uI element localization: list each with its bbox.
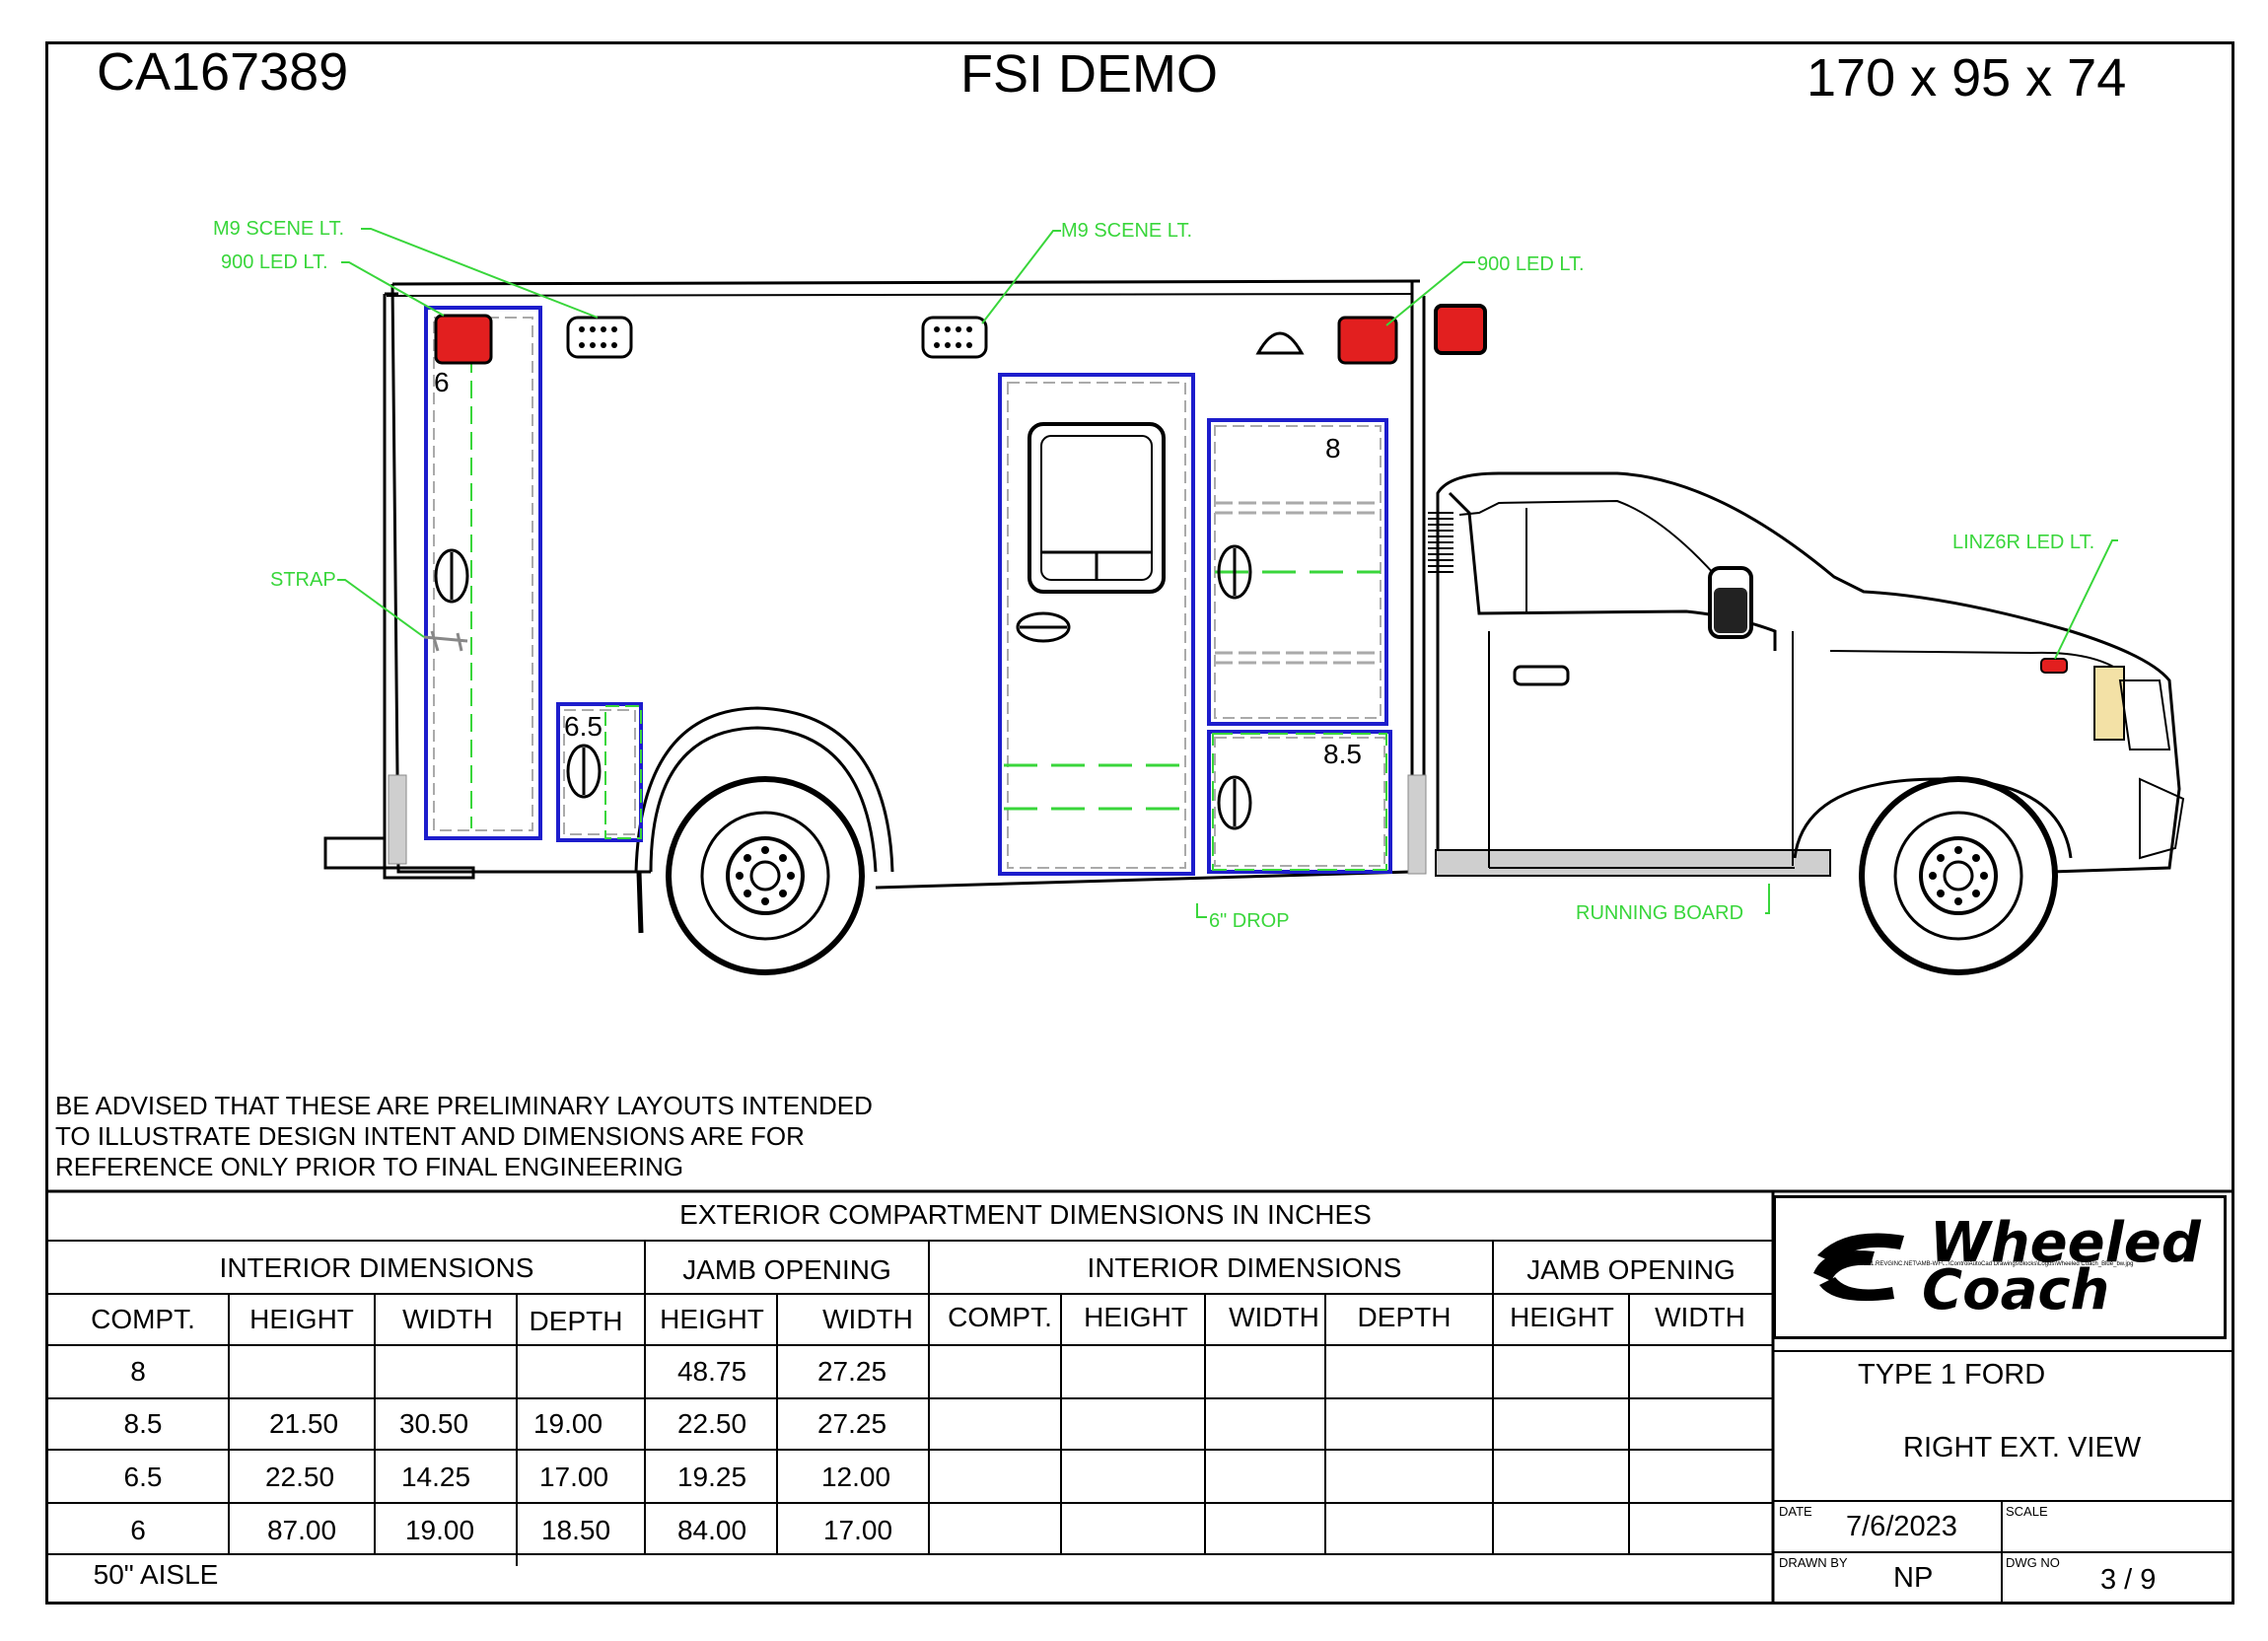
- column-header: WIDTH: [402, 1304, 493, 1334]
- scene-light-left: [566, 316, 633, 359]
- compartment-8-5: [1207, 730, 1392, 874]
- running-board: [1435, 849, 1831, 877]
- table-cell: 17.00: [538, 1462, 609, 1492]
- marker-light-corner: [1434, 304, 1487, 355]
- table-cell: 12.00: [820, 1462, 891, 1492]
- column-header: HEIGHT: [1510, 1302, 1614, 1332]
- warning-light-front: [1337, 316, 1398, 365]
- table-cell: 48.75: [676, 1356, 747, 1387]
- job-number: CA167389: [97, 42, 349, 102]
- callout-900-led-right: 900 LED LT.: [1477, 253, 1585, 275]
- compartment-6-5: [556, 702, 643, 842]
- compartment-6-label: 6: [434, 367, 450, 397]
- table-cell: 27.25: [816, 1356, 887, 1387]
- column-header: WIDTH: [822, 1304, 913, 1334]
- column-header: HEIGHT: [1084, 1302, 1188, 1332]
- compartment-8-5-label: 8.5: [1323, 739, 1362, 769]
- table-cell: 8: [130, 1356, 146, 1387]
- scene-light-center: [921, 316, 988, 359]
- date-value: 7/6/2023: [1846, 1511, 1957, 1542]
- callout-running-board: RUNNING BOARD: [1576, 902, 1743, 924]
- table-cell: 27.25: [816, 1408, 887, 1439]
- aisle-note: 50" AISLE: [93, 1559, 219, 1590]
- callout-leaders: [337, 228, 2118, 918]
- rear-step-texture: [388, 774, 407, 865]
- table-cell: 6: [130, 1515, 146, 1545]
- group-header: JAMB OPENING: [682, 1254, 891, 1285]
- drawn-by-value: NP: [1893, 1562, 1934, 1594]
- compartment-6-5-label: 6.5: [564, 711, 602, 742]
- table-cell: 8.5: [123, 1408, 163, 1439]
- logo-swoosh-icon: [1813, 1233, 1904, 1302]
- table-cell: 22.50: [676, 1408, 747, 1439]
- wheeled-coach-logo: Wheeled Coach \\FILE1.REVGINC.NET\AMB-WF…: [1773, 1195, 2227, 1339]
- table-cell: 19.00: [404, 1515, 475, 1545]
- callout-linz6r: LINZ6R LED LT.: [1952, 532, 2094, 553]
- compartment-8-label: 8: [1325, 433, 1341, 464]
- column-header: COMPT.: [91, 1304, 195, 1334]
- callout-900-led-left: 900 LED LT.: [221, 251, 328, 273]
- group-header: INTERIOR DIMENSIONS: [1087, 1252, 1402, 1283]
- table-cell: 19.25: [676, 1462, 747, 1492]
- dome-light: [1255, 331, 1305, 355]
- column-header: COMPT.: [948, 1302, 1052, 1332]
- dimension-table-grid: [45, 1189, 2234, 1605]
- advisory-line: BE ADVISED THAT THESE ARE PRELIMINARY LA…: [55, 1091, 873, 1120]
- table-cell: 19.00: [532, 1408, 603, 1439]
- module-body: [323, 279, 1426, 934]
- column-header: DEPTH: [529, 1306, 623, 1336]
- callout-strap: STRAP: [270, 569, 336, 591]
- table-cell: 18.50: [540, 1515, 611, 1545]
- callout-m9-scene-left: M9 SCENE LT.: [213, 218, 344, 240]
- dwg-no-label: DWG NO: [2006, 1555, 2060, 1570]
- rear-wheel: [666, 776, 865, 975]
- mirror: [1708, 566, 1753, 639]
- compartment-6: [424, 306, 542, 840]
- front-corner-texture: [1407, 774, 1427, 875]
- table-title: EXTERIOR COMPARTMENT DIMENSIONS IN INCHE…: [679, 1199, 1372, 1230]
- logo-fineprint: \\FILE1.REVGINC.NET\AMB-WF\...\ControlAu…: [1855, 1261, 2134, 1267]
- project-name: FSI DEMO: [960, 44, 1219, 104]
- column-header: DEPTH: [1357, 1302, 1452, 1332]
- table-cell: 30.50: [398, 1408, 469, 1439]
- warning-light-rear: [434, 314, 493, 365]
- front-wheel: [1859, 776, 2058, 975]
- view-name: RIGHT EXT. VIEW: [1903, 1432, 2142, 1463]
- linz6r-light: [2040, 658, 2068, 674]
- strap-icon: [423, 630, 468, 652]
- logo-line2: Coach: [1922, 1258, 2110, 1322]
- scale-label: SCALE: [2006, 1504, 2048, 1519]
- table-cell: 87.00: [266, 1515, 337, 1545]
- date-label: DATE: [1779, 1504, 1812, 1519]
- advisory-line: TO ILLUSTRATE DESIGN INTENT AND DIMENSIO…: [55, 1121, 805, 1151]
- vehicle-type: TYPE 1 FORD: [1858, 1359, 2046, 1391]
- advisory-line: REFERENCE ONLY PRIOR TO FINAL ENGINEERIN…: [55, 1152, 684, 1181]
- group-header: JAMB OPENING: [1526, 1254, 1736, 1285]
- column-header: HEIGHT: [660, 1304, 764, 1334]
- table-cell: 14.25: [400, 1462, 471, 1492]
- table-cell: 17.00: [822, 1515, 893, 1545]
- body-size: 170 x 95 x 74: [1807, 48, 2127, 107]
- callout-6in-drop: 6" DROP: [1209, 910, 1290, 932]
- advisory-note: BE ADVISED THAT THESE ARE PRELIMINARY LA…: [55, 1091, 873, 1182]
- drawing-frame: [45, 41, 2234, 1605]
- drawn-by-label: DRAWN BY: [1779, 1555, 1848, 1570]
- dwg-no-value: 3 / 9: [2100, 1564, 2157, 1596]
- callout-m9-scene-center: M9 SCENE LT.: [1061, 220, 1192, 242]
- cab-corner-coil: [1428, 512, 1453, 573]
- table-cell: 21.50: [268, 1408, 339, 1439]
- compartment-8: [1207, 418, 1388, 726]
- column-header: WIDTH: [1655, 1302, 1745, 1332]
- side-door: [998, 373, 1195, 876]
- logo-line1: Wheeled: [1930, 1211, 2201, 1275]
- column-header: HEIGHT: [249, 1304, 354, 1334]
- group-header: INTERIOR DIMENSIONS: [219, 1252, 534, 1283]
- table-cell: 84.00: [676, 1515, 747, 1545]
- table-cell: 6.5: [123, 1462, 163, 1492]
- table-cell: 22.50: [264, 1462, 335, 1492]
- column-header: WIDTH: [1229, 1302, 1319, 1332]
